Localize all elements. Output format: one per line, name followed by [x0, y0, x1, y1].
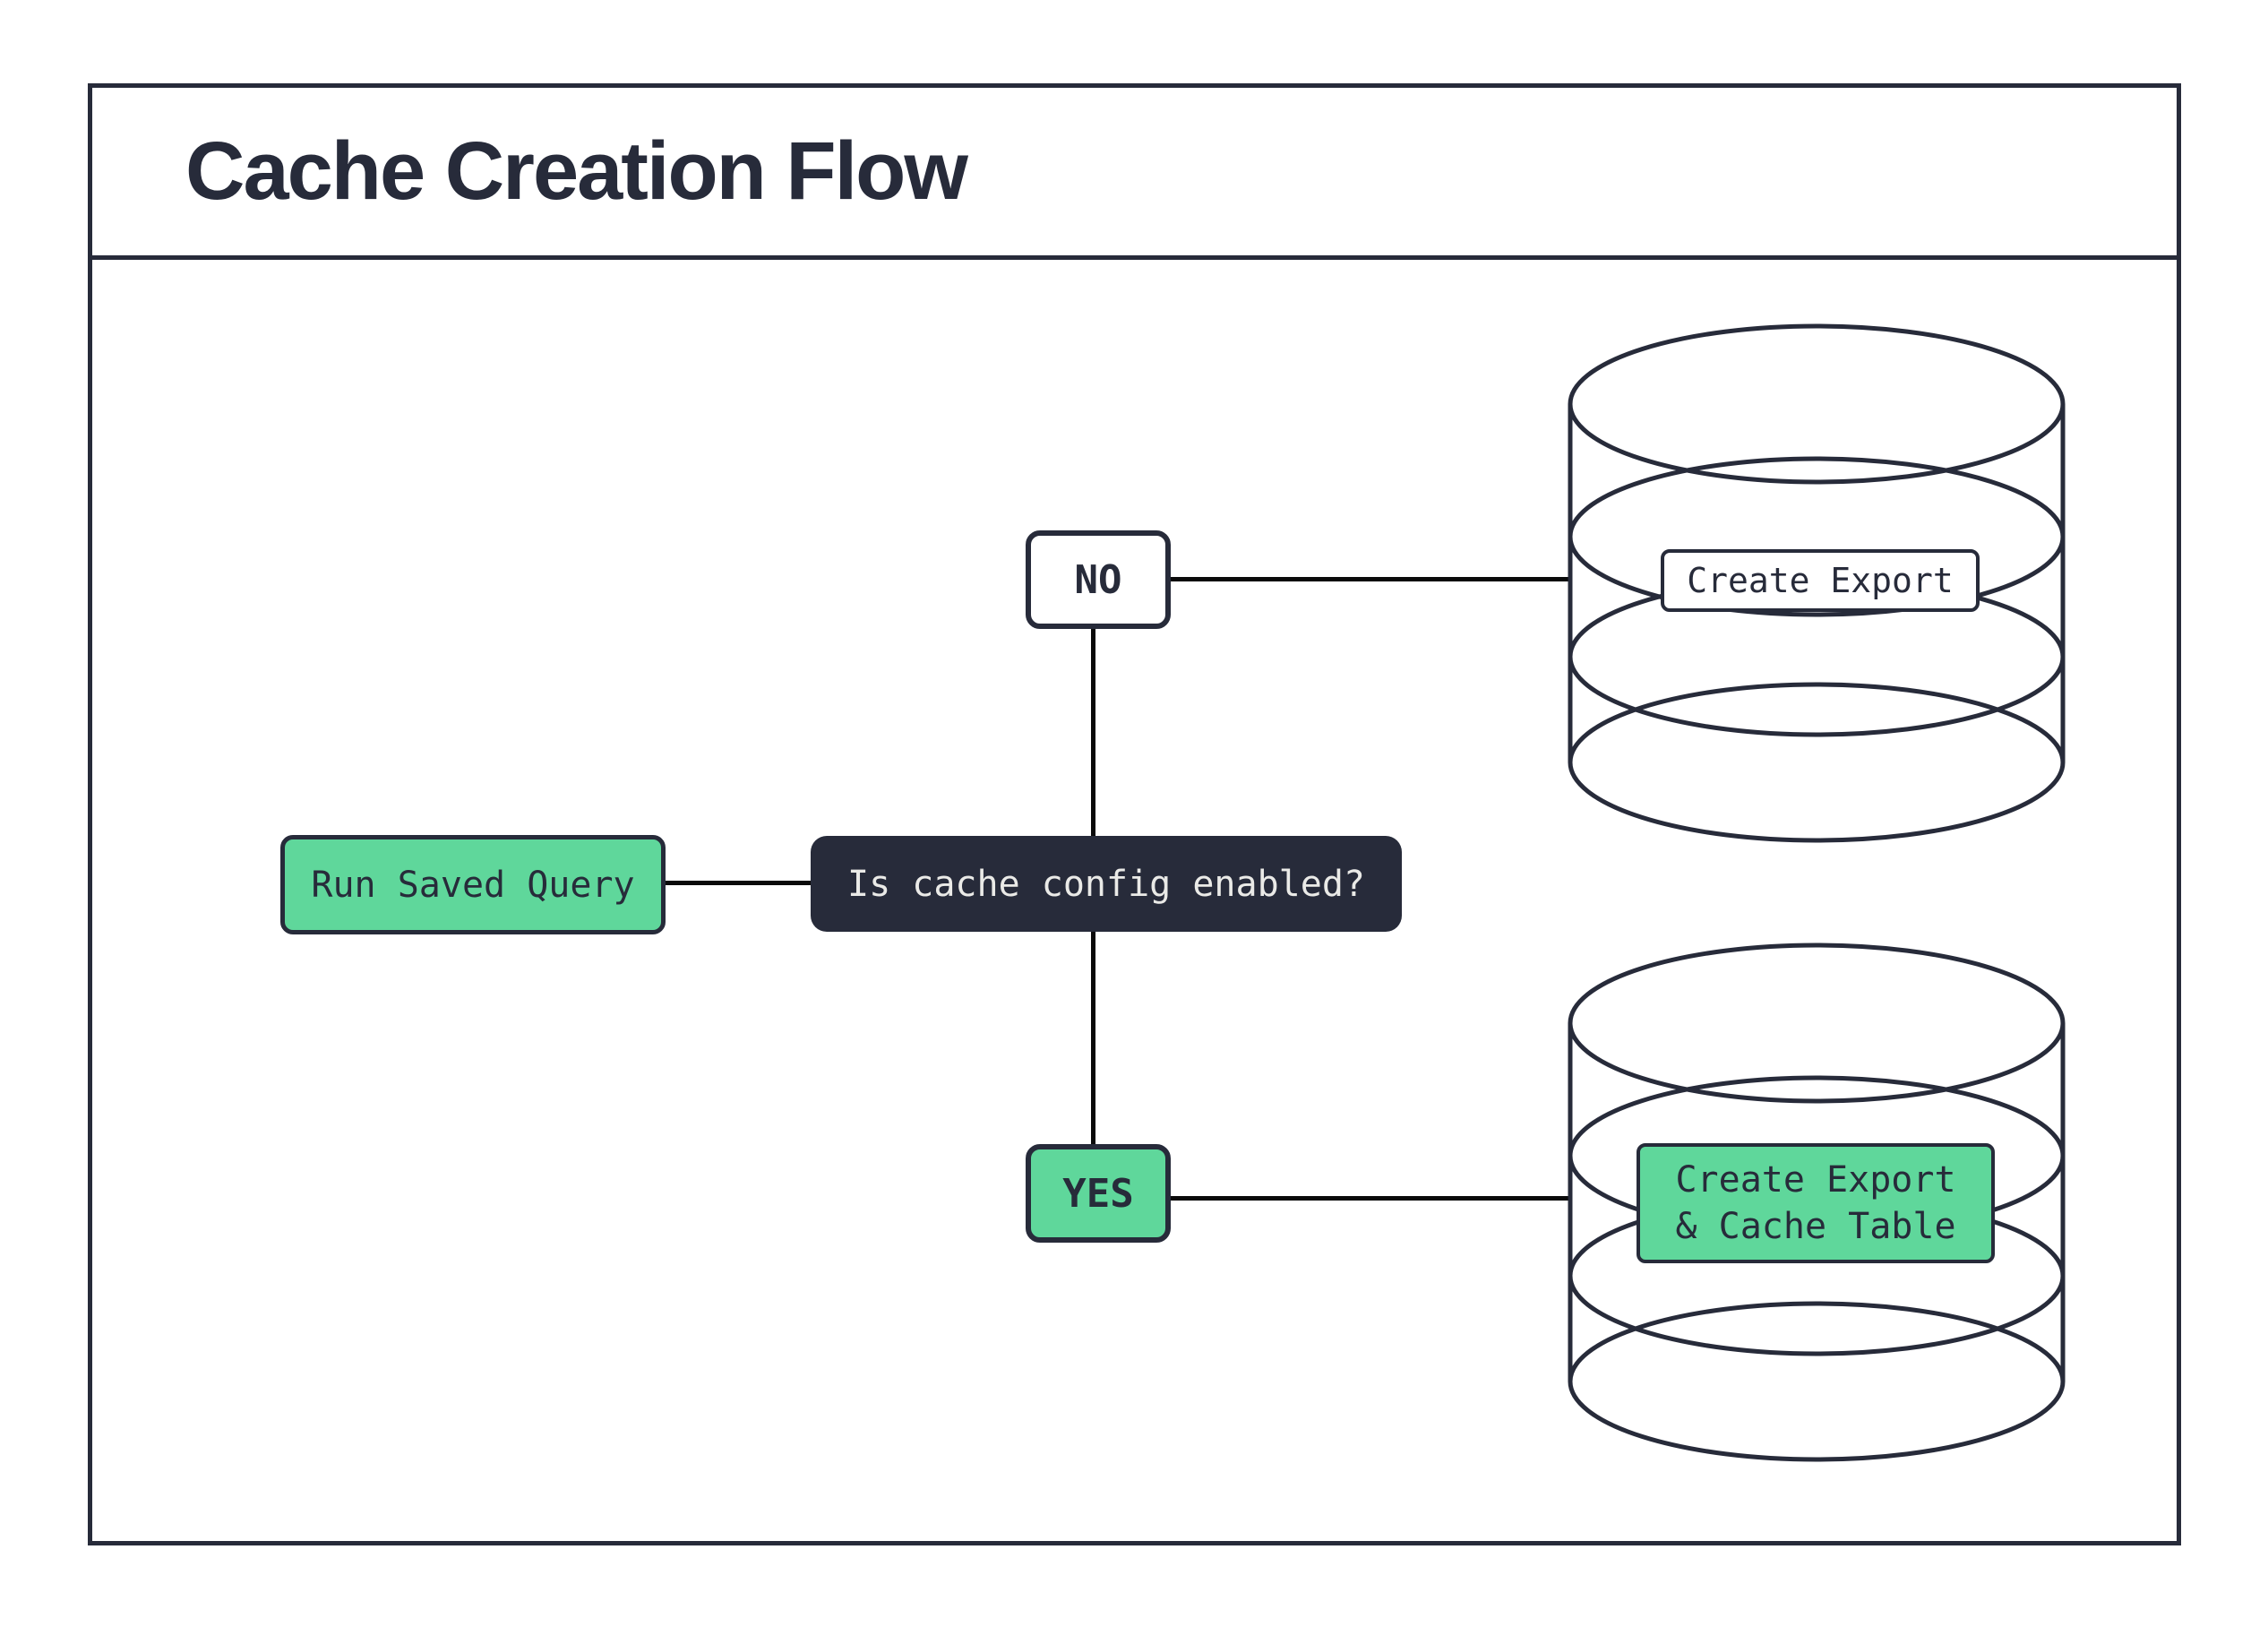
node-decision-label: Is cache config enabled?: [847, 863, 1365, 905]
node-run-saved-query-label: Run Saved Query: [311, 864, 635, 906]
node-branch-no: NO: [1026, 530, 1171, 629]
node-branch-no-label: NO: [1074, 556, 1122, 603]
label-create-export-cache-table-line2: & Cache Table: [1675, 1206, 1956, 1247]
node-branch-yes-label: YES: [1062, 1170, 1134, 1217]
label-create-export-text: Create Export: [1687, 561, 1954, 600]
label-create-export-cache-table-line1: Create Export: [1675, 1159, 1956, 1201]
edge-start-to-decision: [666, 881, 811, 885]
edge-yes-to-database: [1171, 1196, 1571, 1201]
label-create-export-cache-table: Create Export & Cache Table: [1637, 1143, 1995, 1263]
page-title: Cache Creation Flow: [185, 125, 968, 217]
node-run-saved-query: Run Saved Query: [280, 835, 666, 934]
label-create-export: Create Export: [1661, 549, 1980, 612]
node-decision-cache-config: Is cache config enabled?: [811, 836, 1402, 932]
edge-decision-to-no: [1091, 628, 1095, 838]
diagram-header: Cache Creation Flow: [92, 88, 2177, 260]
edge-decision-to-yes: [1091, 932, 1095, 1144]
node-branch-yes: YES: [1026, 1144, 1171, 1243]
edge-no-to-database: [1170, 577, 1571, 581]
